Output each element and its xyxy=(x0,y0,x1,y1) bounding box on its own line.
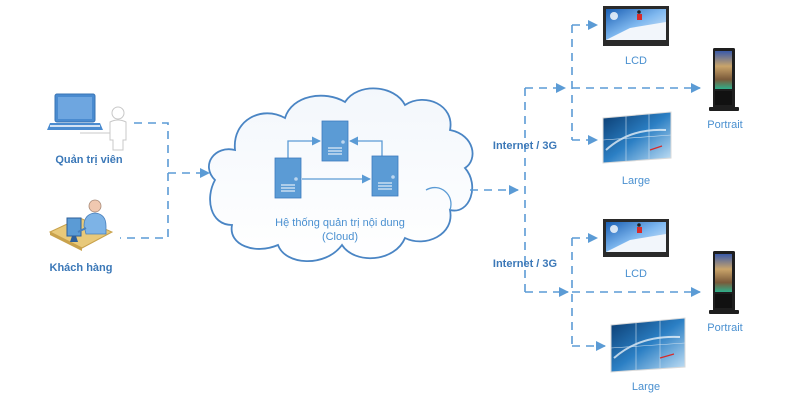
server-top-icon xyxy=(321,120,349,162)
network-2-label: Internet / 3G xyxy=(493,258,557,270)
server-link-left-top xyxy=(287,136,321,158)
network-group-1: Internet / 3G LCD xyxy=(493,6,743,187)
device-portrait-1[interactable]: Portrait xyxy=(707,48,743,131)
laptop-admin-icon xyxy=(47,93,127,151)
portrait-kiosk-icon xyxy=(709,251,739,314)
device-label: Portrait xyxy=(707,119,742,131)
cloud-title: Hệ thống quản trị nội dung xyxy=(275,217,405,229)
customer-actor[interactable]: Khách hàng xyxy=(48,199,114,274)
customer-label: Khách hàng xyxy=(50,262,113,274)
customer-workstation-icon xyxy=(48,199,114,251)
server-link-right-top xyxy=(349,136,383,156)
device-lcd-1[interactable]: LCD xyxy=(603,6,669,67)
device-large-1[interactable]: Large xyxy=(602,111,672,187)
device-lcd-2[interactable]: LCD xyxy=(603,219,669,280)
device-label: Large xyxy=(622,175,650,187)
device-large-2[interactable]: Large xyxy=(610,317,686,393)
lcd-screen-icon xyxy=(603,6,669,46)
admin-actor[interactable]: Quản trị viên xyxy=(47,93,127,166)
device-label: LCD xyxy=(625,268,647,280)
cloud-subtitle: (Cloud) xyxy=(322,231,358,243)
device-label: Large xyxy=(632,381,660,393)
device-label: LCD xyxy=(625,55,647,67)
cloud-system[interactable]: Hệ thống quản trị nội dung (Cloud) xyxy=(208,87,474,263)
server-right-icon xyxy=(371,155,399,197)
device-label: Portrait xyxy=(707,322,742,334)
portrait-kiosk-icon xyxy=(709,48,739,111)
network-1-label: Internet / 3G xyxy=(493,140,557,152)
lcd-screen-icon xyxy=(603,219,669,257)
admin-label: Quản trị viên xyxy=(55,154,123,166)
server-left-icon xyxy=(274,157,302,199)
network-group-2: Internet / 3G LCD xyxy=(493,219,743,393)
device-portrait-2[interactable]: Portrait xyxy=(707,251,743,334)
cloud-shape xyxy=(208,87,474,263)
actors-bracket-connector xyxy=(120,122,169,239)
video-wall-icon xyxy=(602,111,672,164)
video-wall-icon xyxy=(610,317,686,373)
